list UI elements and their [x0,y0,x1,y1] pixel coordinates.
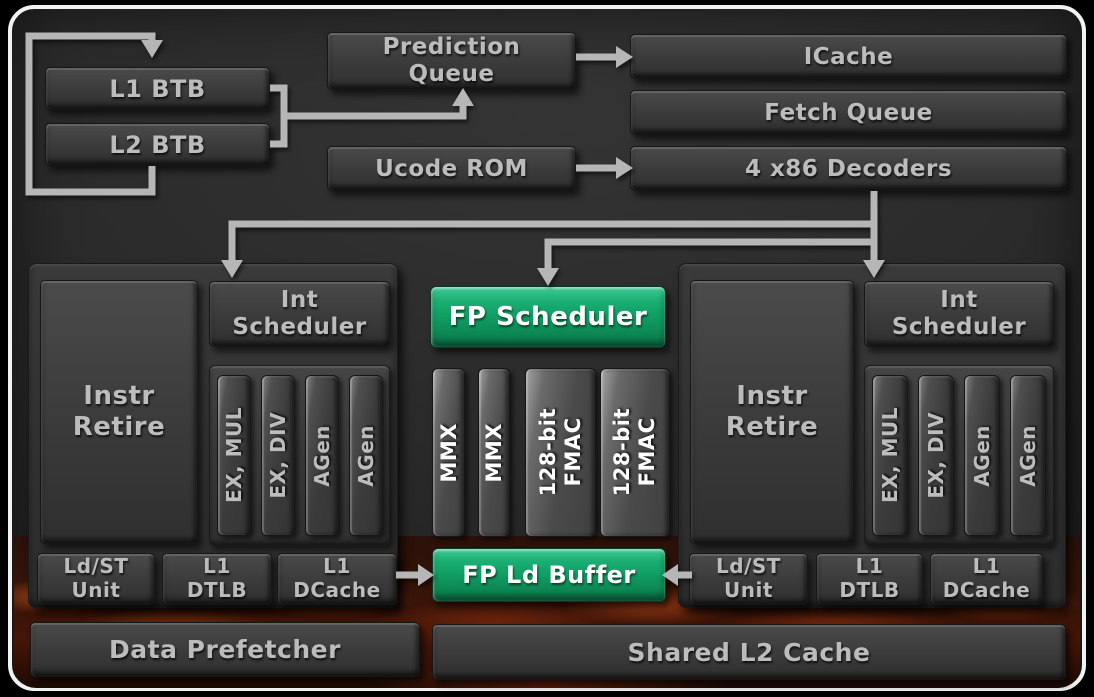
block-fp-ld-buffer: FP Ld Buffer [432,548,666,602]
exec-unit-ex-mul-left: EX, MUL [217,375,251,536]
block-instr-retire-left: Instr Retire [40,280,198,544]
block-fetch-queue: Fetch Queue [630,90,1067,135]
block-ldst-unit-right: Ld/ST Unit [689,553,808,605]
fp-pipe-fmac-2: 128-bit FMAC [600,368,670,537]
exec-unit-label: AGen [1016,424,1040,487]
block-l1-dtlb-right: L1 DTLB [816,553,923,605]
block-l2-btb: L2 BTB [45,123,270,166]
fp-pipe-label: MMX [482,422,506,483]
exec-unit-label: EX, DIV [266,412,290,499]
exec-unit-label: EX, MUL [878,407,902,504]
block-icache: ICache [630,34,1067,79]
block-data-prefetcher: Data Prefetcher [30,622,420,677]
exec-unit-ex-div-left: EX, DIV [261,375,295,536]
block-int-scheduler-left: Int Scheduler [209,281,390,347]
exec-unit-agen2-left: AGen [349,375,383,536]
exec-unit-agen1-right: AGen [964,375,1000,536]
exec-unit-label: AGen [354,424,378,487]
block-ldst-unit-left: Ld/ST Unit [37,553,155,605]
exec-unit-label: EX, DIV [924,412,948,499]
exec-unit-agen2-right: AGen [1010,375,1046,536]
block-l1-btb: L1 BTB [45,67,270,110]
block-l1-dtlb-left: L1 DTLB [162,553,272,605]
exec-unit-label: AGen [970,424,994,487]
fp-pipe-label: 128-bit FMAC [535,408,585,497]
fp-pipe-mmx-1: MMX [432,368,465,537]
block-l1-dcache-right: L1 DCache [930,553,1043,605]
block-x86-decoders: 4 x86 Decoders [630,146,1067,191]
block-ucode-rom: Ucode ROM [327,146,576,191]
exec-unit-ex-mul-right: EX, MUL [872,375,908,536]
block-instr-retire-right: Instr Retire [690,280,854,544]
fp-pipe-label: MMX [436,422,461,483]
block-l1-dcache-left: L1 DCache [277,553,397,605]
exec-unit-agen1-left: AGen [305,375,339,536]
fp-pipe-mmx-2: MMX [478,368,510,537]
exec-unit-label: AGen [310,424,334,487]
fp-pipe-label: 128-bit FMAC [610,408,659,497]
exec-unit-ex-div-right: EX, DIV [918,375,954,536]
block-int-scheduler-right: Int Scheduler [864,281,1054,347]
block-shared-l2-cache: Shared L2 Cache [432,624,1066,680]
fp-pipe-fmac-1: 128-bit FMAC [525,368,596,537]
block-fp-scheduler: FP Scheduler [430,286,666,348]
block-prediction-queue: Prediction Queue [327,32,576,90]
exec-unit-label: EX, MUL [222,407,246,504]
